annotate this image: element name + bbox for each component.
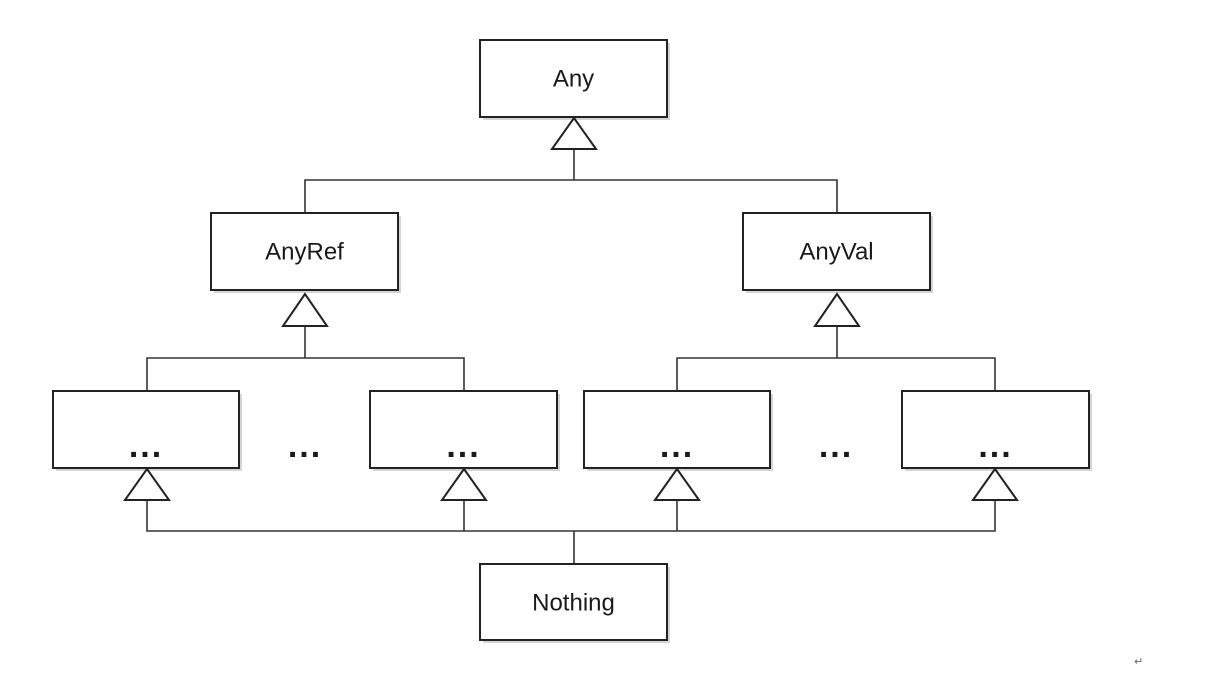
arrowheads	[123, 116, 1019, 501]
node-nothing: Nothing	[479, 563, 670, 643]
node-anyref: AnyRef	[210, 212, 401, 293]
edge-anyref-branch	[146, 357, 465, 391]
arrowhead-ref-child-right	[440, 467, 488, 501]
return-mark: ↵	[1134, 655, 1143, 668]
node-ref-child-left-label: ...	[129, 427, 163, 465]
edge-nothing-bus	[146, 500, 996, 532]
arrowhead-ref-child-left	[123, 467, 171, 501]
arrowhead-any	[550, 116, 598, 150]
node-anyval: AnyVal	[742, 212, 933, 293]
arrowhead-val-child-left	[653, 467, 701, 501]
node-any-label: Any	[553, 66, 594, 93]
edge-anyval-branch	[676, 357, 996, 391]
node-nothing-label: Nothing	[532, 590, 615, 617]
node-any: Any	[479, 39, 670, 120]
node-ref-child-right: ...	[369, 390, 560, 471]
node-val-child-right: ...	[901, 390, 1092, 471]
node-ref-child-right-label: ...	[446, 427, 480, 465]
node-anyval-label: AnyVal	[799, 239, 873, 266]
node-ref-child-left: ...	[52, 390, 242, 471]
edge-any-branch	[304, 179, 838, 213]
gap-ellipsis-val: ...	[819, 427, 853, 465]
node-val-child-left: ...	[583, 390, 773, 471]
node-val-child-right-label: ...	[978, 427, 1012, 465]
edges	[146, 149, 996, 564]
node-anyref-label: AnyRef	[265, 239, 344, 266]
arrowhead-anyref	[281, 292, 329, 327]
arrowhead-anyval	[813, 292, 861, 327]
gap-ellipsis-ref: ...	[288, 427, 322, 465]
node-val-child-left-label: ...	[660, 427, 694, 465]
arrowhead-val-child-right	[971, 467, 1019, 501]
